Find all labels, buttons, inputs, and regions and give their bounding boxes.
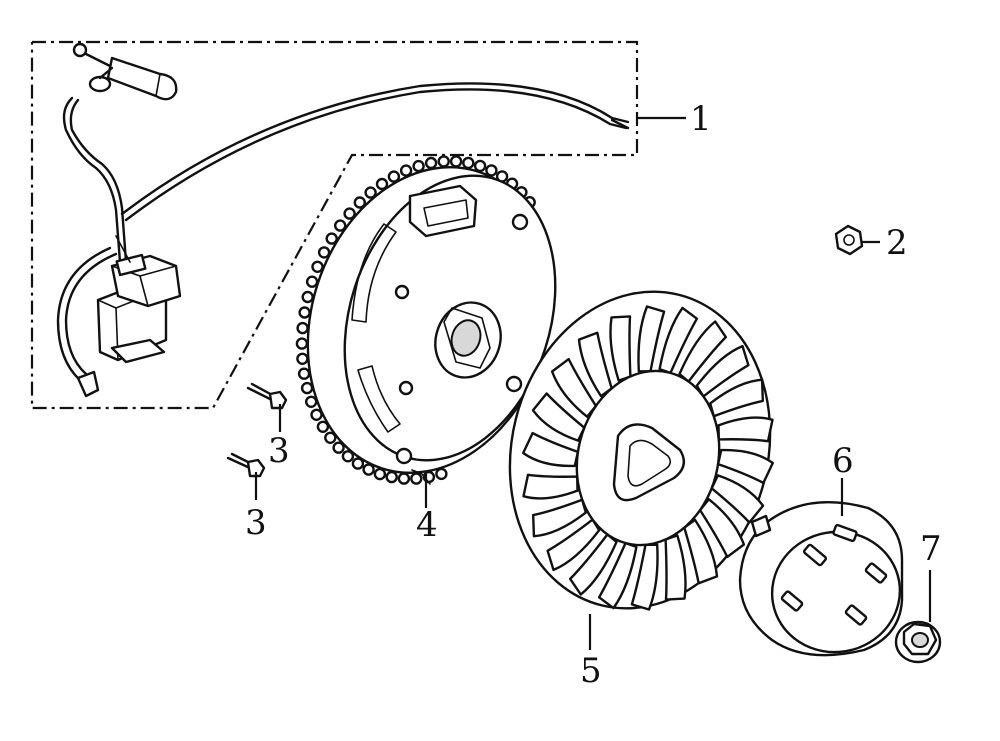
ring-gear-tooth [462, 156, 475, 170]
flange-nut [894, 620, 942, 664]
bolt-lower [226, 452, 266, 478]
fan-blade [609, 315, 632, 382]
fan-blade [710, 474, 765, 524]
fan-blade [597, 541, 638, 610]
ring-gear-tooth [300, 381, 314, 395]
ring-gear-tooth [424, 156, 438, 170]
ring-gear-tooth [317, 246, 331, 259]
ring-gear-tooth [449, 155, 463, 168]
callout-2: 2 [886, 223, 908, 263]
assembly-boundary [30, 40, 639, 410]
ring-gear-tooth [324, 431, 337, 444]
ring-gear-tooth [437, 155, 450, 168]
ring-gear-tooth [305, 275, 319, 288]
fan-blade [546, 518, 601, 572]
fan-blade [716, 448, 774, 485]
fan-blade [630, 543, 659, 611]
ring-gear-tooth [343, 207, 356, 220]
ring-gear-tooth [397, 472, 411, 485]
ring-gear-tooth [311, 260, 324, 273]
fan-blade [717, 416, 774, 443]
ring-gear-tooth [332, 441, 345, 454]
fan-blade [550, 357, 598, 418]
ring-gear-tooth [301, 290, 314, 304]
ring-gear-tooth [310, 408, 323, 421]
ring-gear-tooth [295, 337, 309, 350]
ring-gear-tooth [296, 321, 309, 335]
fan-blade [683, 518, 719, 585]
fan-blade [569, 533, 618, 596]
fan-blade [709, 378, 764, 418]
ring-gear-tooth [435, 467, 448, 481]
ring-gear-tooth [387, 170, 401, 183]
fan-blade [658, 306, 699, 375]
fan-blade [664, 534, 687, 601]
fan-blade [695, 344, 750, 398]
bolt-upper [246, 382, 288, 410]
ring-gear-tooth [298, 306, 311, 319]
starter-cup [738, 500, 904, 657]
ring-gear-tooth [296, 352, 309, 365]
fan-blade [531, 392, 586, 442]
fan-blade [532, 498, 587, 538]
ring-gear-tooth [385, 470, 398, 484]
leader-lines [254, 116, 932, 650]
ring-gear-tooth [325, 232, 338, 245]
ring-gear-tooth [373, 467, 387, 481]
ring-gear-tooth [399, 164, 413, 177]
fan-blade [678, 320, 727, 383]
ring-gear-tooth [375, 177, 389, 191]
nut [834, 224, 864, 256]
ring-gear-tooth [412, 159, 425, 173]
ring-gear-tooth [410, 472, 423, 485]
callout-3-upper: 3 [268, 431, 290, 471]
ring-gear-tooth [362, 463, 375, 476]
ring-gear-tooth [364, 186, 377, 199]
ignition-coil-assembly [56, 42, 630, 398]
callout-6: 6 [832, 441, 854, 481]
flywheel [295, 155, 557, 485]
fan-blade [577, 331, 613, 398]
callout-1: 1 [690, 99, 712, 139]
cooling-fan [508, 290, 774, 611]
fan-blade [637, 305, 666, 373]
ring-gear-tooth [305, 395, 318, 408]
callout-3-lower: 3 [245, 503, 267, 543]
callout-5: 5 [580, 651, 602, 691]
ring-gear-tooth [297, 367, 311, 380]
fan-blade [698, 498, 746, 559]
ring-gear-tooth [316, 420, 330, 433]
ring-gear-tooth [334, 219, 347, 232]
fan-blade [522, 431, 580, 468]
ring-gear-tooth [351, 457, 365, 470]
callout-4: 4 [416, 505, 438, 545]
callout-7: 7 [920, 529, 942, 569]
ring-gear-tooth [485, 164, 498, 177]
ring-gear-tooth [473, 159, 487, 173]
ring-gear-tooth [341, 450, 355, 463]
ring-gear-tooth [353, 196, 366, 209]
fan-blade [522, 473, 579, 500]
